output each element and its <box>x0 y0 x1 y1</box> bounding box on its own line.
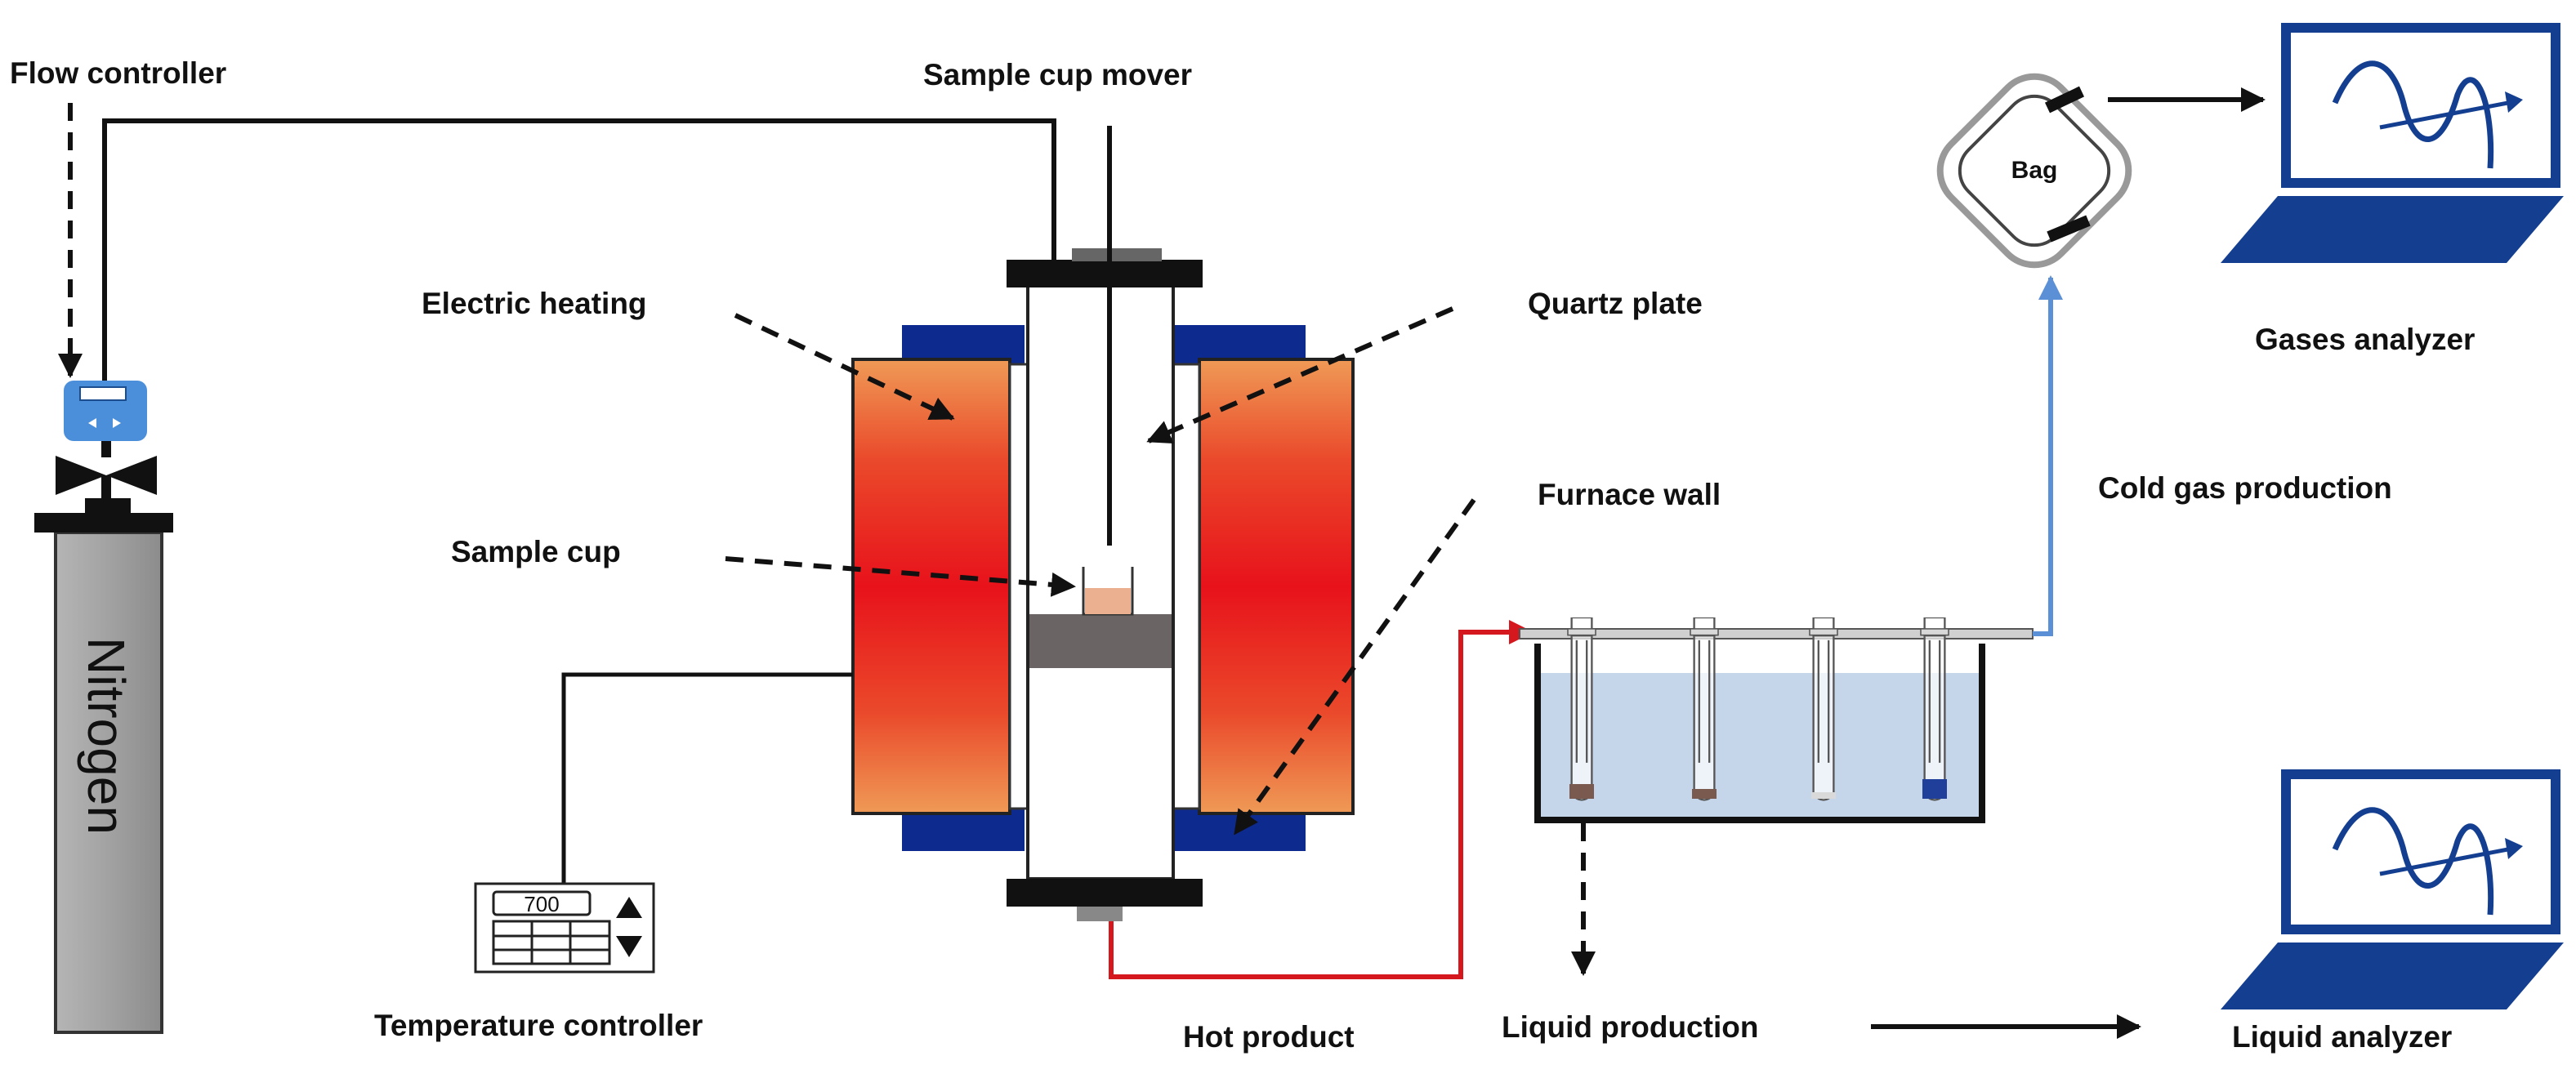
temperature-down-arrow-icon[interactable] <box>616 936 642 957</box>
cold-gas-line <box>2033 275 2063 636</box>
tube-1-liquid <box>1569 784 1594 799</box>
condenser-tube-icon <box>1808 617 1839 802</box>
tube-3-liquid <box>1811 792 1836 799</box>
tube-4-liquid <box>1922 779 1947 799</box>
tube-2-liquid <box>1692 789 1717 799</box>
nitrogen-label: Nitrogen <box>77 637 136 835</box>
valve-left-wing <box>56 456 106 495</box>
temperature-value: 700 <box>524 892 559 916</box>
gases-analyzer-label: Gases analyzer <box>2255 323 2475 356</box>
condenser-tube-icon <box>1566 617 1597 802</box>
flow-meter-display <box>79 386 127 401</box>
bottom-outlet-nozzle <box>1077 907 1123 921</box>
cylinder-body <box>54 531 163 1034</box>
gas-bag-icon[interactable]: Bag <box>1925 61 2145 281</box>
bath-vessel <box>1534 644 1985 823</box>
valve-stem <box>101 475 111 500</box>
furnace-wall-label: Furnace wall <box>1538 478 1721 511</box>
nitrogen-cylinder: Nitrogen <box>34 498 173 1034</box>
heater-right <box>1198 358 1355 815</box>
sample-cup-mover-label: Sample cup mover <box>923 58 1192 91</box>
bag-label: Bag <box>2011 157 2058 184</box>
cooling-water <box>1538 673 1982 820</box>
condenser-tube-icon <box>1919 617 1950 802</box>
hot-product-line <box>1109 620 1534 979</box>
laptop-icon[interactable] <box>2221 774 2564 1009</box>
quartz-plate <box>1029 614 1172 668</box>
liquid-production-label: Liquid production <box>1502 1010 1758 1044</box>
temperature-display <box>492 890 592 916</box>
gas-bag-outlet <box>2047 215 2091 243</box>
condenser-manifold <box>1519 628 2034 639</box>
furnace-gap-right <box>1172 363 1201 810</box>
temperature-keypad <box>492 920 611 965</box>
furnace-wall-pointer <box>1233 498 1476 836</box>
gas-bag-inlet <box>2044 86 2085 114</box>
valve-connector <box>101 441 111 457</box>
top-flange <box>1007 260 1203 287</box>
furnace-gap-left <box>1008 363 1029 810</box>
cylinder-cap <box>34 513 173 533</box>
valve-right-wing <box>106 456 157 495</box>
condenser-bath <box>1519 617 2034 823</box>
electric-heating-label: Electric heating <box>422 287 647 320</box>
furnace <box>851 126 1355 921</box>
temperature-controller-icon[interactable]: 700 <box>474 882 655 974</box>
flow-meter-arrows-icon <box>88 418 121 428</box>
thermocouple-wire <box>561 672 853 884</box>
laptop-icon[interactable] <box>2221 28 2564 263</box>
cylinder-neck <box>85 498 131 515</box>
liquid-analyzer-label: Liquid analyzer <box>2232 1020 2452 1054</box>
nitrogen-feed-line <box>102 118 1066 381</box>
sample-cup-label: Sample cup <box>451 535 621 568</box>
hot-product-label: Hot product <box>1183 1020 1355 1054</box>
flow-controller-label: Flow controller <box>10 56 226 90</box>
temperature-up-arrow-icon[interactable] <box>616 897 642 918</box>
condenser-tube-icon <box>1689 617 1720 802</box>
top-flange-nut <box>1072 248 1162 261</box>
bottom-flange <box>1007 879 1203 907</box>
gas-bag-inner <box>1958 94 2111 247</box>
quartz-plate-label: Quartz plate <box>1528 287 1703 320</box>
quartz-plate-pointer <box>1146 306 1454 443</box>
electric-heating-pointer <box>734 313 955 421</box>
temperature-controller-label: Temperature controller <box>374 1009 703 1042</box>
cold-gas-production-label: Cold gas production <box>2098 471 2392 505</box>
sample-material <box>1085 588 1131 614</box>
furnace-cap-bottom-left <box>902 809 1025 851</box>
valve-icon[interactable] <box>56 381 157 500</box>
heater-left <box>851 358 1011 815</box>
